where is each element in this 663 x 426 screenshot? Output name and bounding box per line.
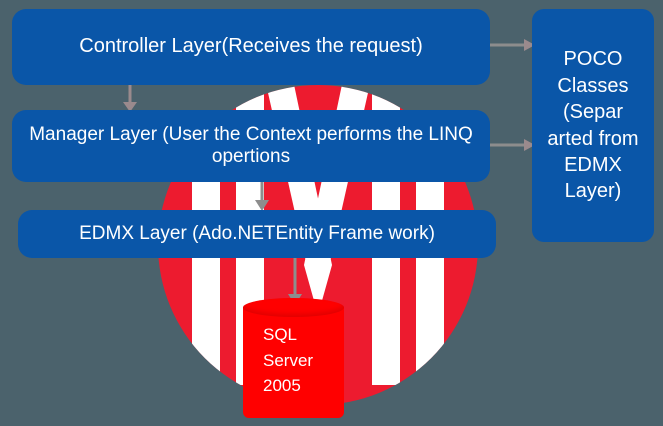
sql-server-database-cylinder[interactable]: SQL Server 2005 (243, 298, 344, 418)
poco-classes-label: POCO Classes (Separ arted from EDMX Laye… (547, 48, 639, 203)
sql-server-line-1: SQL (263, 325, 298, 344)
manager-layer-label: Manager Layer (User the Context performs… (29, 123, 473, 167)
arrow-manager-to-poco (489, 139, 535, 151)
controller-layer-box[interactable]: Controller Layer(Receives the request) (12, 9, 490, 85)
edmx-layer-label: EDMX Layer (Ado.NETEntity Frame work) (79, 222, 435, 244)
arrow-controller-to-manager (123, 84, 137, 112)
arrow-controller-to-poco (489, 39, 535, 51)
cylinder-top-ellipse (243, 298, 344, 317)
sql-server-line-2: Server (263, 350, 314, 370)
controller-layer-label: Controller Layer(Receives the request) (79, 35, 423, 58)
cylinder-body (243, 307, 344, 418)
edmx-layer-box[interactable]: EDMX Layer (Ado.NETEntity Frame work) (18, 210, 496, 258)
poco-classes-box[interactable]: POCO Classes (Separ arted from EDMX Laye… (532, 9, 654, 242)
manager-layer-box[interactable]: Manager Layer (User the Context performs… (12, 110, 490, 182)
sql-server-label: SQL Server 2005 (243, 322, 344, 399)
sql-server-line-3: 2005 (263, 376, 301, 395)
arrow-manager-to-edmx (255, 181, 269, 211)
